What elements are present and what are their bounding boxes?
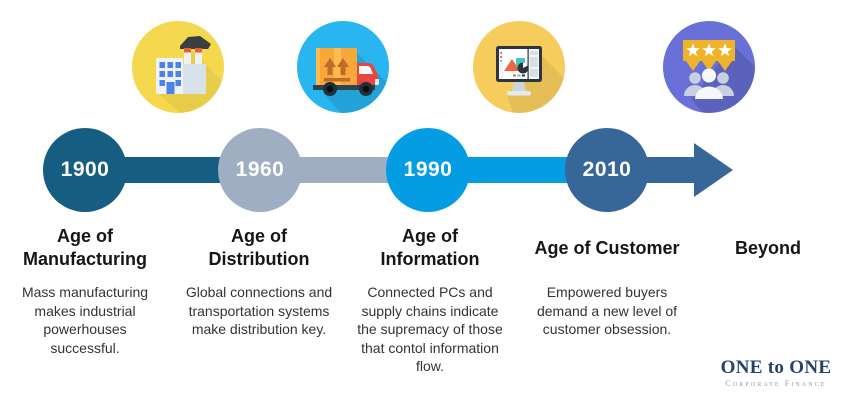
one-to-one-logo: ONE to ONE Corporate Finance <box>714 357 838 388</box>
era-column-customer: Age of Customer Empowered buyers demand … <box>527 222 687 339</box>
milestone-1960: 1960 <box>218 128 302 212</box>
era-title: Age of Manufacturing <box>23 226 147 269</box>
milestone-1900: 1900 <box>43 128 127 212</box>
year-label: 1900 <box>60 158 110 181</box>
timeline-arrowhead-icon <box>694 143 733 197</box>
logo-tagline: Corporate Finance <box>725 379 827 388</box>
year-label: 1960 <box>235 158 285 181</box>
delivery-truck-icon <box>297 21 389 113</box>
year-label: 2010 <box>582 158 632 181</box>
era-title: Age of Distribution <box>208 226 310 269</box>
era-description: Mass manufacturing makes industrial powe… <box>21 284 149 356</box>
milestone-2010: 2010 <box>565 128 649 212</box>
era-column-beyond: Beyond <box>688 222 848 274</box>
era-description: Global connections and transportation sy… <box>185 284 333 337</box>
era-column-distribution: Age of Distribution Global connections a… <box>179 222 339 339</box>
computer-graphics-icon <box>473 21 565 113</box>
year-label: 1990 <box>403 158 453 181</box>
era-title: Beyond <box>734 237 801 258</box>
factory-icon <box>132 21 224 113</box>
era-column-information: Age of Information Connected PCs and sup… <box>350 222 510 376</box>
era-description: Connected PCs and supply chains indicate… <box>357 284 503 374</box>
milestone-1990: 1990 <box>386 128 470 212</box>
era-title: Age of Information <box>380 226 480 269</box>
era-description: Empowered buyers demand a new level of c… <box>536 284 678 337</box>
era-title: Age of Customer <box>534 237 680 258</box>
customer-reviews-icon <box>663 21 755 113</box>
logo-wordmark: ONE to ONE <box>720 357 832 378</box>
era-column-manufacturing: Age of Manufacturing Mass manufacturing … <box>15 222 155 357</box>
